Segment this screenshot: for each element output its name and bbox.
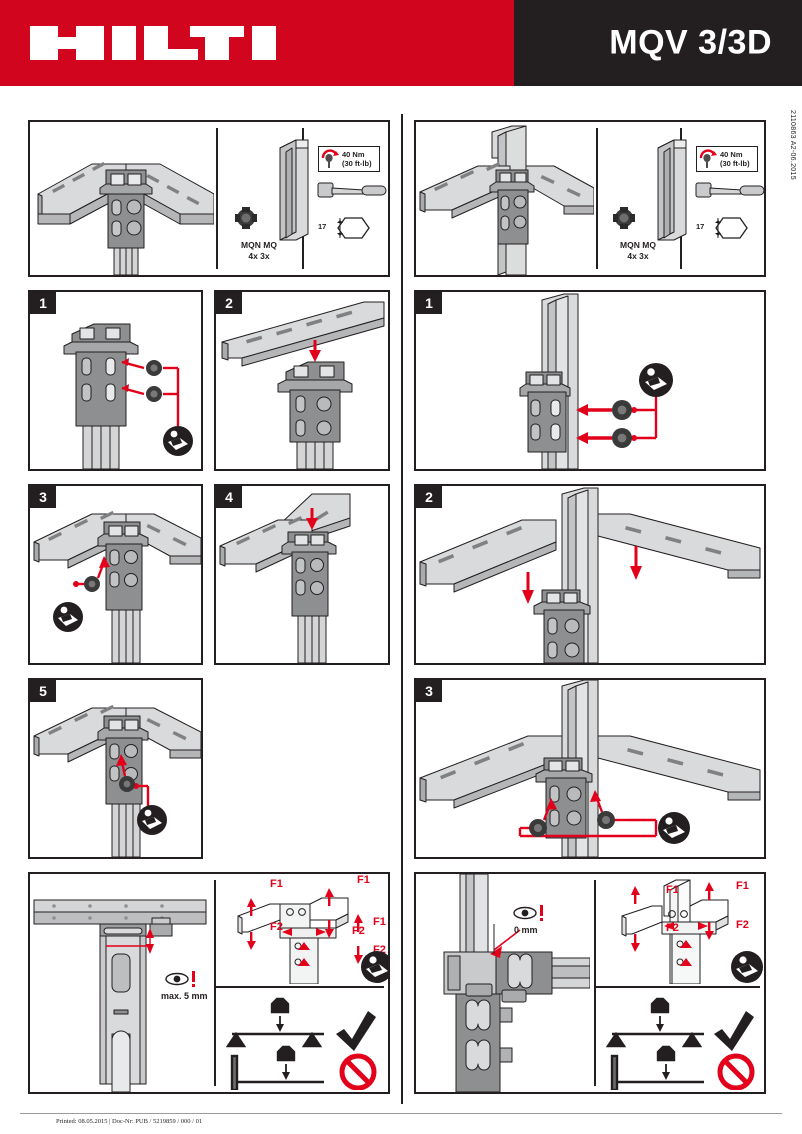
insert-mqn-nuts [63,323,193,469]
force-label-f1: F1 [270,878,283,890]
step-panel-r3: 3 [414,678,766,859]
step-panel-l1: 1 [28,290,203,471]
torque-imperial: (30 ft-lb) [342,159,372,168]
step-number-badge: 4 [216,486,242,508]
insert-mqn-nuts-column [519,293,673,469]
read-manual-icon [731,951,763,983]
gap-tolerance-label: 0 mm [514,925,538,935]
read-manual-icon [361,951,388,983]
force-label-f1: F1 [736,880,749,892]
read-manual-icon [137,805,167,835]
mqv3d-assembly-overview [419,125,594,275]
part-label: MQN MQ 4x 3x [216,240,302,261]
torque-value: 40 Nm [342,150,365,159]
column-divider [401,114,403,1104]
overview-panel-mqv3: MQN MQ 4x 3x 40 Nm (30 ft-lb) [28,120,390,277]
zero-gap-detail [443,874,590,1092]
read-manual-icon [639,363,673,397]
torque-wrench-icon [321,149,339,168]
product-banner: MQV 3/3D [514,0,802,86]
mqv3d-force-diagram [237,888,363,984]
brand-banner [0,0,514,86]
step-number-badge: 3 [30,486,56,508]
torque-value: 40 Nm [720,150,743,159]
force-label-f2: F2 [666,922,679,934]
checkmark-icon [336,1011,376,1051]
read-manual-icon [658,812,690,844]
part-label: MQN MQ 4x 3x [596,240,680,261]
step-number-badge: 2 [216,292,242,314]
step-number-badge: 5 [30,680,56,702]
force-label-f2: F2 [352,925,365,937]
tighten-bolt [33,704,201,857]
mqn-nut-icon [613,207,635,229]
part-quantity: 4x 3x [248,250,270,261]
part-name: MQN MQ [620,240,656,250]
hex-size-label: 17 [318,222,327,231]
mqn-nut-icon [235,207,257,229]
mqv3d-force-diagram [621,879,729,984]
part-name: MQN MQ [241,240,277,250]
footer-divider [20,1113,782,1114]
step-number-badge: 3 [416,680,442,702]
instruction-sheet: 2110863 A2-06.2015 [0,86,802,1134]
force-label-f2: F2 [736,919,749,931]
hilti-logo [30,26,276,60]
place-channel-on-bracket [221,301,385,469]
verification-panel-mqv3: max. 5 mm [28,872,390,1094]
document-code: 2110863 A2-06.2015 [789,110,796,180]
prohibition-icon [339,1053,377,1090]
step-number-badge: 2 [416,486,442,508]
checkmark-icon [714,1011,754,1051]
read-manual-icon [163,426,193,456]
torque-spec-box: 40 Nm (30 ft-lb) [696,146,758,172]
force-label-f1: F1 [357,874,370,886]
tighten-both-bolts [419,680,761,857]
attach-mqn-nut-lower [33,510,201,663]
hex-socket-icon [337,217,370,239]
verification-panel-mqv3d: 0 mm [414,872,766,1094]
force-label-f1: F1 [373,916,386,928]
torque-imperial: (30 ft-lb) [720,159,750,168]
step-panel-l2: 2 [214,290,390,471]
hex-socket-icon [715,217,748,239]
level-gap-detail [33,899,207,1092]
step-number-badge: 1 [30,292,56,314]
torque-wrench-icon [699,149,717,168]
read-manual-icon [53,602,83,632]
load-guidance-diagram [605,997,755,1090]
step-panel-r2: 2 [414,484,766,665]
gap-tolerance-label: max. 5 mm [161,991,208,1001]
page-header: MQV 3/3D [0,0,802,86]
slide-two-channels-down [419,487,761,663]
force-label-f2: F2 [270,921,283,933]
force-label-f1: F1 [666,884,679,896]
ratchet-icon [317,182,387,198]
eye-inspect-icon [165,971,195,987]
step-panel-l3: 3 [28,484,203,665]
mq-channel-icon [657,139,687,241]
part-quantity: 4x 3x [627,250,649,261]
overview-panel-mqv3d: MQN MQ 4x 3x 40 Nm (30 ft-lb) [414,120,766,277]
ratchet-icon [695,182,764,198]
step-panel-r1: 1 [414,290,766,471]
torque-spec-box: 40 Nm (30 ft-lb) [318,146,380,172]
load-guidance-diagram [225,997,377,1090]
hex-size-label: 17 [696,222,705,231]
place-second-channel [219,493,351,663]
footer-print-info: Printed: 08.05.2015 | Doc-Nr: PUB / 5219… [56,1118,203,1125]
page-title: MQV 3/3D [609,23,772,62]
step-panel-l5: 5 [28,678,203,859]
mq-channel-icon [279,139,309,241]
eye-inspect-icon [513,905,543,921]
step-panel-l4: 4 [214,484,390,665]
mqv3-assembly-overview [37,161,214,275]
step-number-badge: 1 [416,292,442,314]
prohibition-icon [717,1053,755,1090]
